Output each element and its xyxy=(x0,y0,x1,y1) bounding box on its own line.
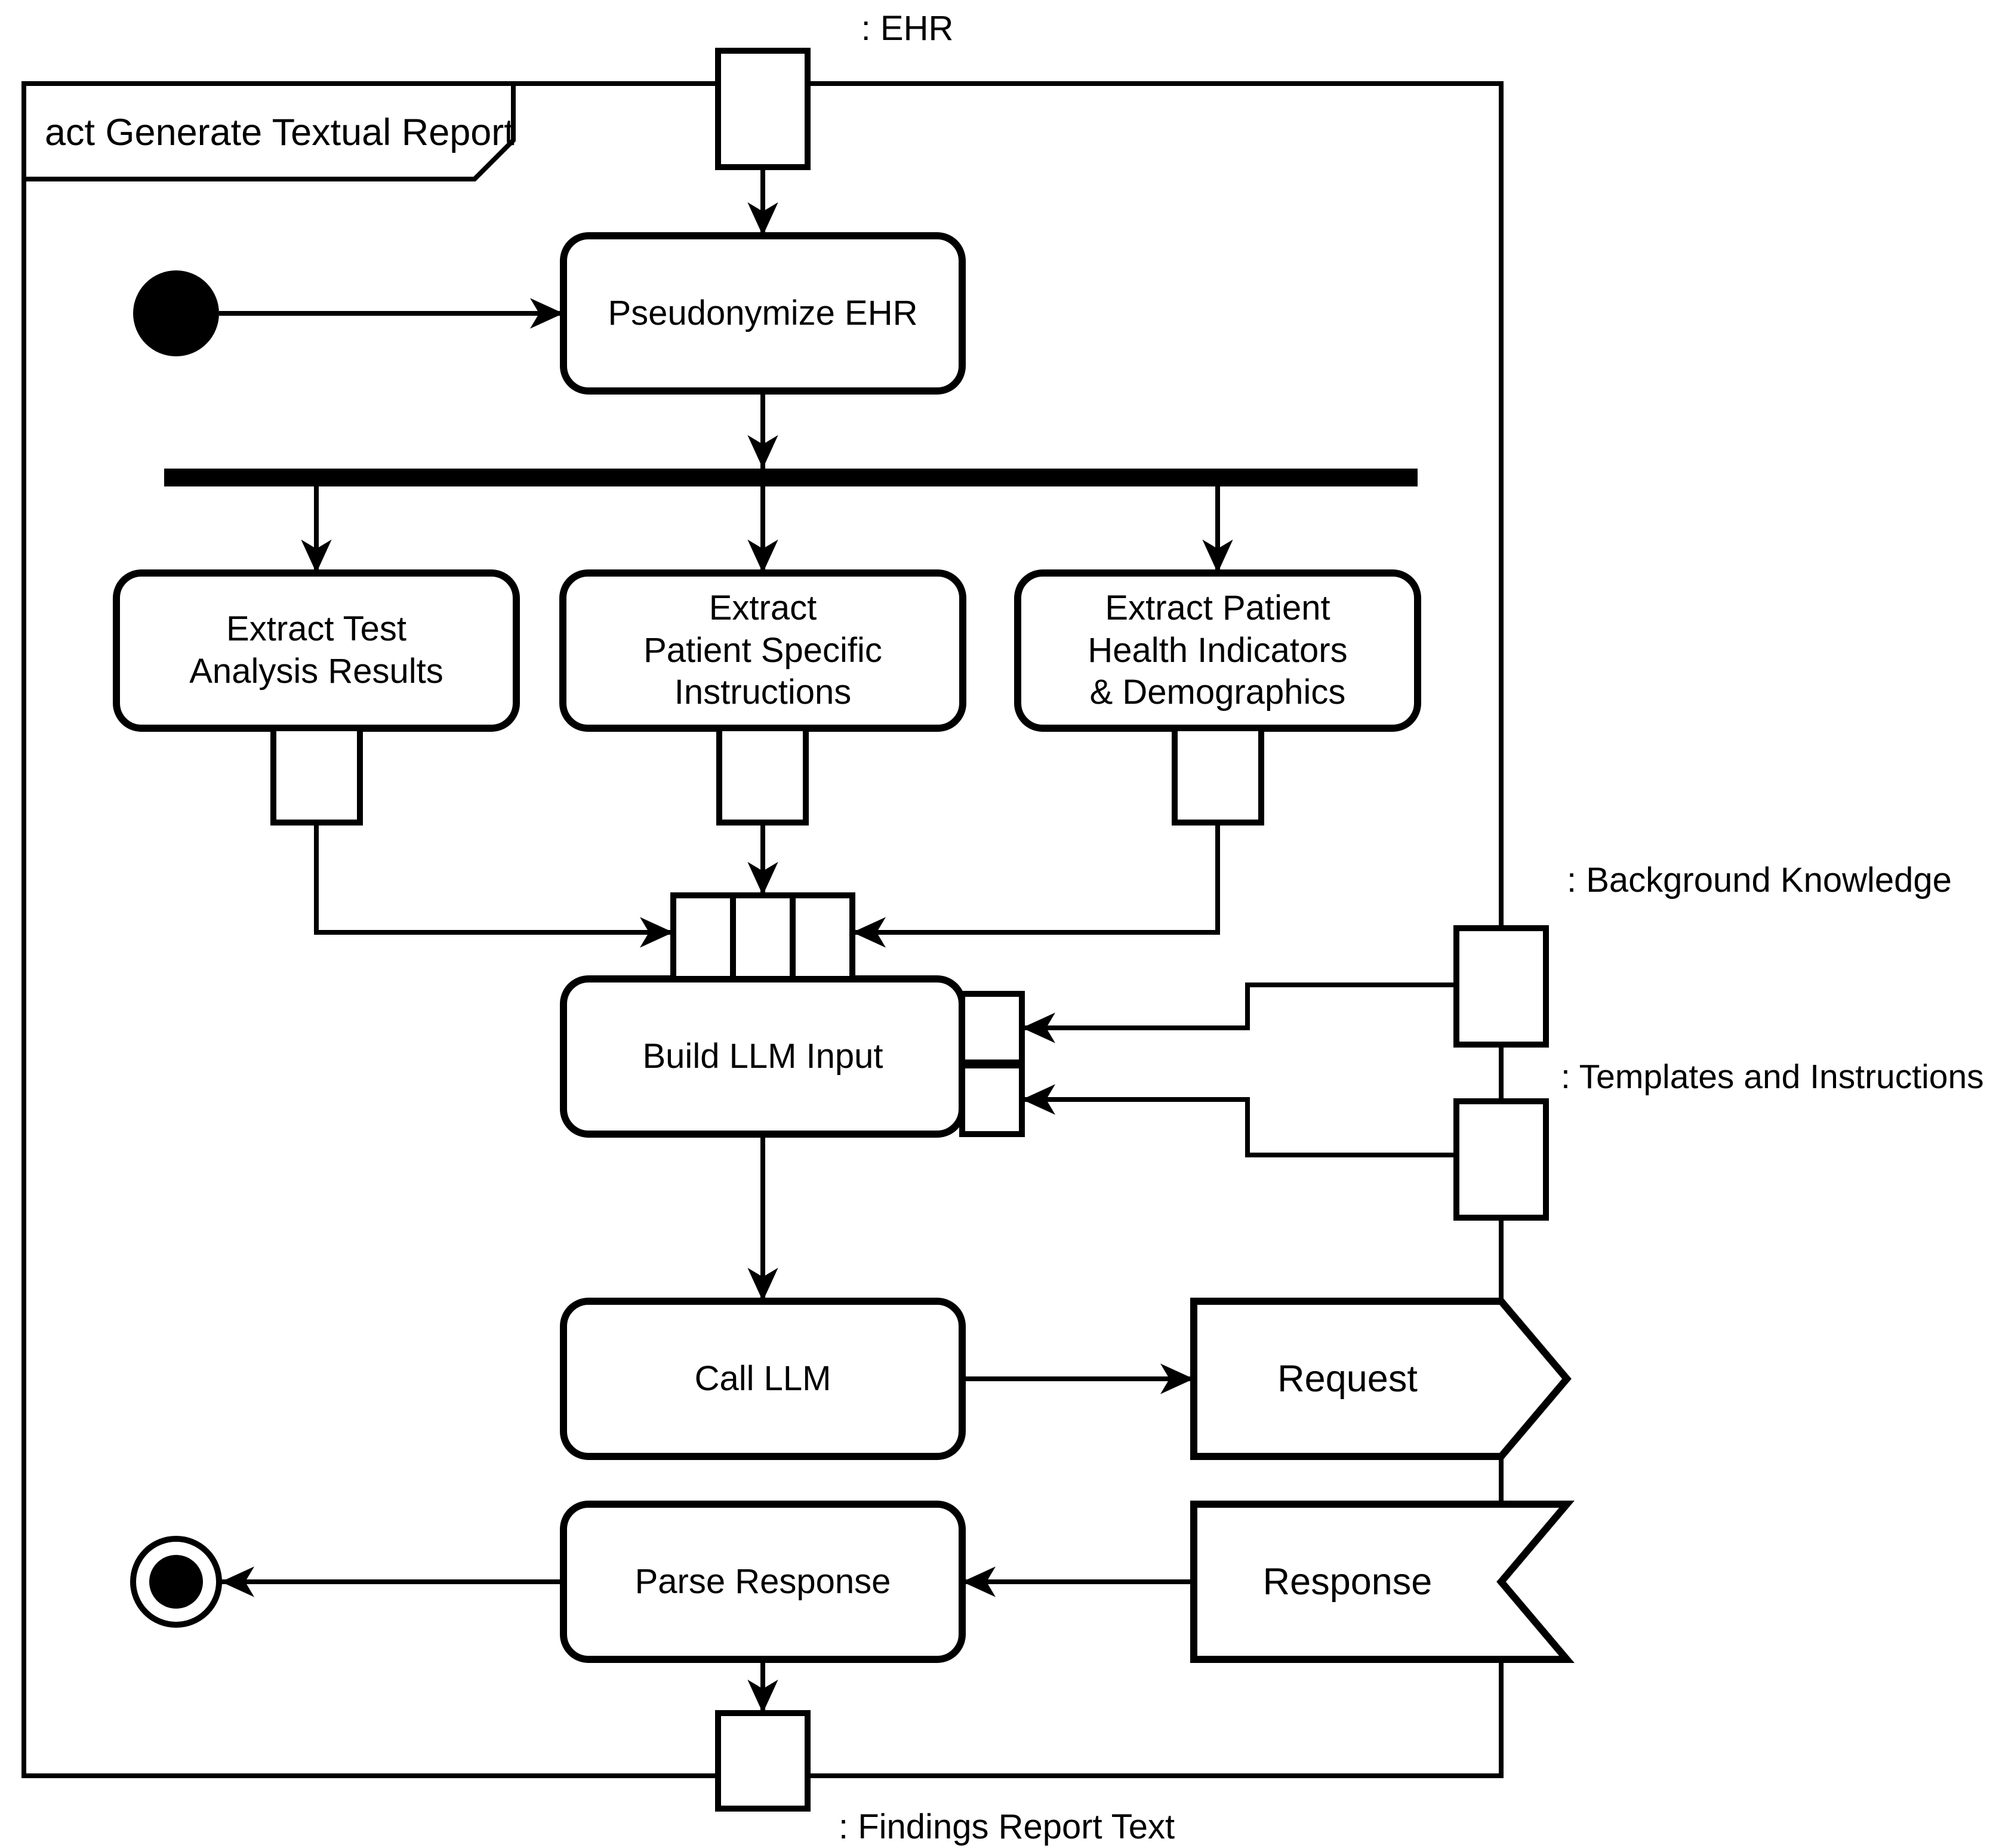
object-node-templates-instructions xyxy=(1453,1098,1549,1221)
output-pin-health-indicators xyxy=(1172,725,1264,826)
initial-node xyxy=(133,270,219,356)
fork-bar xyxy=(164,469,1418,486)
input-pin-build-middle xyxy=(730,892,796,982)
input-pin-build-knowledge xyxy=(959,991,1025,1065)
send-signal-request-label: Request xyxy=(1277,1357,1418,1400)
object-node-background-knowledge-label: : Background Knowledge xyxy=(1567,860,1952,900)
object-node-background-knowledge xyxy=(1453,925,1549,1048)
edge-templates-to-build xyxy=(1022,1084,1456,1157)
action-extract-test-analysis-label: Extract Test Analysis Results xyxy=(189,609,443,691)
final-node-core xyxy=(149,1555,203,1609)
edge-healthpin-to-build xyxy=(852,823,1220,948)
input-pin-build-templates xyxy=(959,1062,1025,1137)
frame-title-tab xyxy=(21,81,516,181)
edge-knowledge-to-build xyxy=(1022,982,1456,1043)
edge-testpin-to-build xyxy=(314,823,673,948)
object-node-findings-report xyxy=(715,1710,811,1812)
output-pin-patient-instructions xyxy=(716,725,809,826)
receive-signal-response xyxy=(1190,1501,1575,1663)
action-build-llm-input-label: Build LLM Input xyxy=(642,1036,883,1076)
action-extract-patient-instructions-label: Extract Patient Specific Instructions xyxy=(643,588,882,712)
send-signal-request xyxy=(1190,1298,1572,1460)
frame-title: act Generate Textual Report xyxy=(45,111,515,153)
action-call-llm-label: Call LLM xyxy=(694,1359,831,1398)
output-pin-test-analysis xyxy=(270,725,363,826)
action-parse-response-label: Parse Response xyxy=(634,1561,891,1601)
action-pseudonymize-ehr-label: Pseudonymize EHR xyxy=(608,293,918,332)
object-node-templates-instructions-label: : Templates and Instructions xyxy=(1561,1058,1984,1097)
object-node-ehr-label: : EHR xyxy=(861,8,954,48)
input-pin-build-left xyxy=(670,892,736,982)
input-pin-build-right xyxy=(790,892,855,982)
receive-signal-response-label: Response xyxy=(1262,1560,1433,1603)
object-node-findings-report-label: : Findings Report Text xyxy=(839,1807,1175,1846)
object-node-ehr xyxy=(715,48,811,170)
action-extract-health-indicators-label: Extract Patient Health Indicators & Demo… xyxy=(1088,588,1348,712)
